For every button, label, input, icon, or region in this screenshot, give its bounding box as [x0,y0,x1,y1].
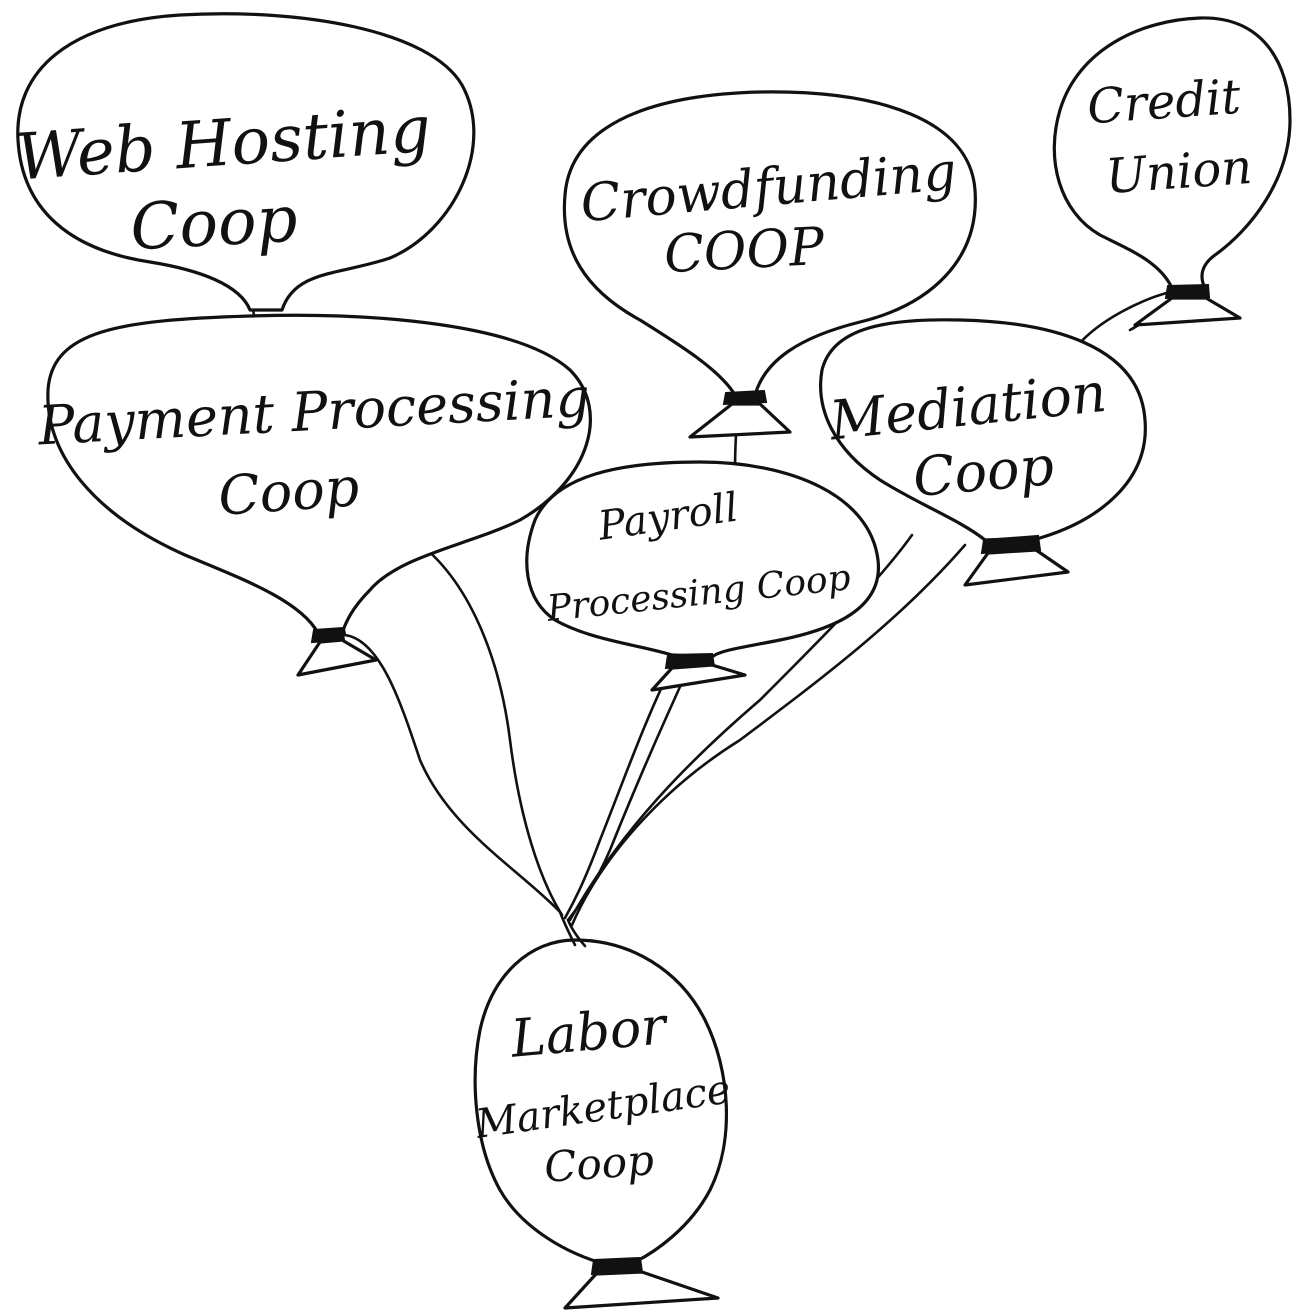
balloon-mediation-tie [963,548,1070,587]
string-payment-inner-to-labor [413,538,564,917]
balloon-web-hosting-outline [16,12,476,312]
credit-union-label-line1: Credit [1085,69,1243,136]
balloon-crowdfunding-tie [688,402,792,439]
labor-marketplace-label-line1: Labor [508,996,672,1070]
balloon-web-hosting: Web Hosting Coop [14,12,476,312]
string-payroll-to-labor [563,668,672,920]
strings-convergence [558,910,587,948]
balloon-crowdfunding: Crowdfunding COOP [562,90,977,439]
balloon-payment-processing: Payment Processing Coop [36,313,592,677]
balloon-payroll-tie [650,663,747,692]
string-convergence-2 [566,918,587,948]
balloon-credit-union-outline [1052,16,1292,290]
balloon-labor-marketplace-tie [563,1270,720,1310]
string-convergence-1 [558,910,577,947]
balloon-payment-processing-outline [46,313,592,635]
balloon-mediation-knot [980,534,1042,555]
balloon-labor-marketplace-outline [473,938,728,1264]
string-payment-to-labor [343,633,562,914]
balloon-payment-processing-tie [296,638,378,677]
labor-marketplace-label-line3: Coop [543,1135,656,1192]
balloon-labor-marketplace: Labor Marketplace Coop [472,938,733,1310]
balloon-mediation-outline [819,318,1147,542]
credit-union-label-line2: Union [1104,139,1254,205]
balloon-payroll: Payroll Processing Coop [525,460,880,692]
payment-processing-label-line2: Coop [216,455,361,528]
mediation-label-line2: Coop [910,434,1056,509]
web-hosting-label-line2: Coop [129,183,300,266]
balloon-payroll-outline [525,460,880,659]
string-mediation-to-labor-2 [570,543,967,927]
balloon-credit-union-knot [1164,283,1211,300]
balloon-credit-union: Credit Union [1052,16,1292,327]
balloon-mediation: Mediation Coop [819,318,1147,587]
balloon-crowdfunding-outline [562,90,977,397]
crowdfunding-label-line2: COOP [663,217,827,285]
balloon-crowdfunding-knot [722,389,768,406]
string-credit-to-mediation [1076,290,1172,347]
balloon-credit-union-tie [1133,296,1242,327]
